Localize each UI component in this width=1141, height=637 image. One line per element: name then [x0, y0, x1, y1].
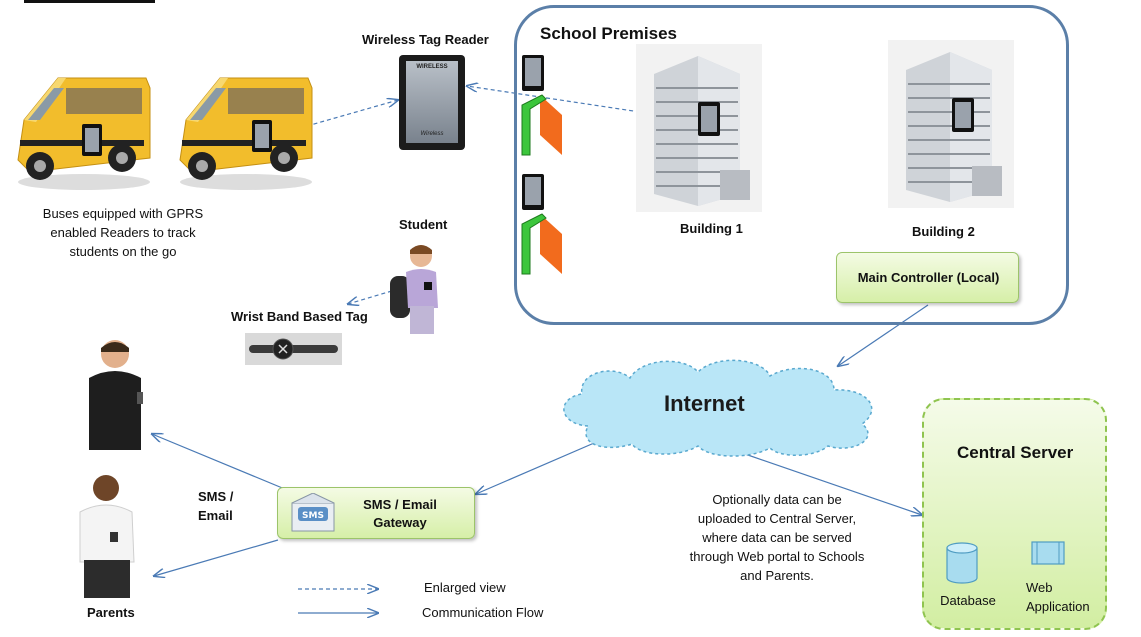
tag-reader-icon: WIRELESS Wireless — [399, 55, 465, 150]
parent-icon — [79, 475, 135, 598]
bus-icon — [179, 77, 313, 190]
legend-communication-flow: Communication Flow — [422, 605, 544, 620]
flow-gateway-parent1 — [152, 434, 293, 493]
building-1-label: Building 1 — [680, 221, 743, 236]
sms-email-link-label: SMS / Email — [198, 489, 234, 523]
web-app-icon — [1031, 541, 1065, 565]
tag-reader-screen: WIRELESS Wireless — [406, 61, 458, 143]
buses-caption: Buses equipped with GPRS enabled Readers… — [42, 206, 204, 259]
school-premises-label: School Premises — [540, 24, 678, 43]
student-icon — [390, 245, 438, 334]
student-label: Student — [399, 217, 448, 232]
enlarged-arrow-bus — [299, 100, 398, 129]
flow-internet-gateway — [476, 436, 609, 494]
flow-gateway-parent2 — [154, 539, 279, 576]
gate-icon — [521, 174, 562, 275]
building-icon — [636, 44, 762, 212]
school-premises-boundary — [514, 5, 1069, 325]
wireless-tag-reader-label: Wireless Tag Reader — [362, 32, 489, 47]
bus-icon — [17, 77, 151, 190]
enlarged-arrow-building — [467, 86, 641, 113]
envelope-icon: SMS — [291, 493, 335, 532]
tag-reader-brand: WIRELESS — [416, 64, 448, 70]
parents-label: Parents — [87, 605, 135, 620]
cloud-icon — [563, 359, 873, 457]
internet-label: Internet — [664, 391, 745, 416]
envelope-badge: SMS — [302, 511, 324, 521]
sms-email-gateway-box: SMS SMS / Email Gateway — [277, 487, 475, 539]
building-icon — [888, 40, 1014, 208]
main-controller-box: Main Controller (Local) — [836, 252, 1019, 303]
parent-icon — [89, 340, 143, 450]
tag-reader-footer: Wireless — [420, 131, 444, 137]
optional-note: Optionally data can be uploaded to Centr… — [689, 492, 865, 583]
web-application-label: Web Application — [1026, 580, 1090, 614]
wrist-band-icon — [245, 333, 342, 365]
main-controller-label: Main Controller (Local) — [857, 270, 1000, 285]
flow-internet-server — [744, 453, 922, 515]
top-bar-fragment — [24, 0, 155, 3]
wrist-band-tag-label: Wrist Band Based Tag — [231, 309, 368, 324]
gate-icon — [521, 55, 562, 156]
central-server-box — [922, 398, 1107, 630]
sms-email-gateway-label: SMS / Email Gateway — [363, 497, 437, 530]
database-icon — [946, 542, 978, 584]
central-server-label: Central Server — [957, 443, 1074, 462]
legend-enlarged-view: Enlarged view — [424, 580, 506, 595]
database-label: Database — [940, 593, 996, 608]
flow-controller-internet — [838, 304, 929, 366]
building-2-label: Building 2 — [912, 224, 975, 239]
